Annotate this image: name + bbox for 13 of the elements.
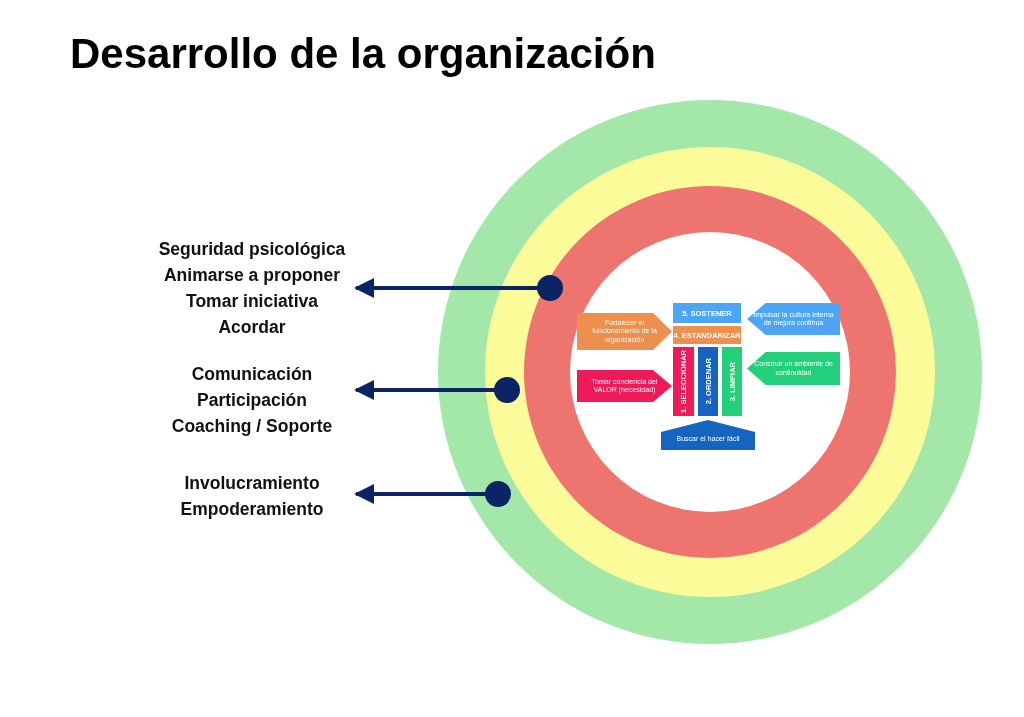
arrow bbox=[354, 377, 520, 403]
benefit-text: Involucramiento bbox=[183, 472, 321, 495]
benefit-text: Animarse a proponer bbox=[163, 264, 341, 287]
benefit-text: Empoderamiento bbox=[179, 498, 325, 521]
benefit-text: Participación bbox=[196, 389, 308, 412]
benefit-text: Tomar iniciativa bbox=[185, 290, 319, 313]
benefit-text: Comunicación bbox=[190, 363, 314, 386]
arrow bbox=[354, 275, 563, 301]
benefit-text: Coaching / Soporte bbox=[170, 415, 334, 438]
benefit-text: Acordar bbox=[217, 316, 287, 339]
benefit-text: Seguridad psicológica bbox=[157, 238, 347, 261]
title: Desarrollo de la organización bbox=[70, 30, 656, 78]
arrow bbox=[354, 481, 511, 507]
